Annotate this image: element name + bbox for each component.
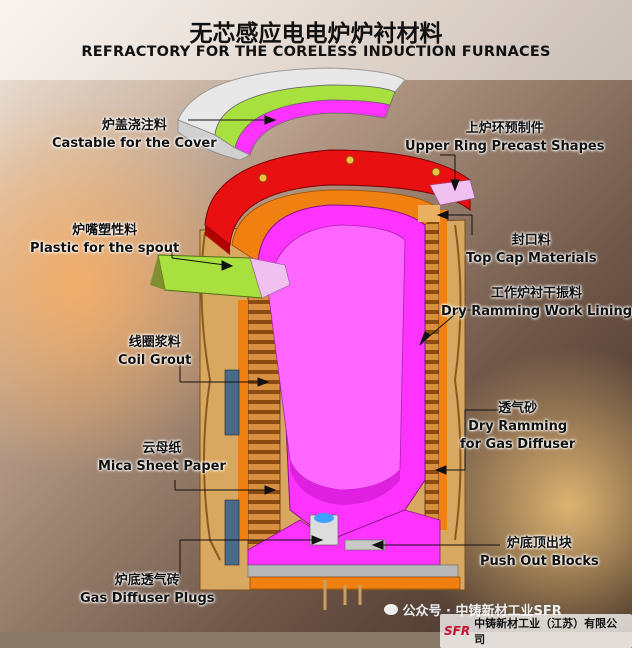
label-cover: 炉盖浇注料 Castable for the Cover — [52, 117, 217, 153]
label-coil-grout: 线圈浆料 Coil Grout — [118, 334, 191, 370]
label-mica-en: Mica Sheet Paper — [98, 459, 226, 474]
label-cover-en: Castable for the Cover — [52, 136, 217, 151]
label-mica: 云母纸 Mica Sheet Paper — [98, 440, 226, 476]
wechat-icon — [384, 604, 398, 615]
label-spout: 炉嘴塑性料 Plastic for the spout — [30, 222, 179, 258]
label-gas-diffuser: 透气砂 Dry Ramming for Gas Diffuser — [460, 400, 575, 454]
label-work-lining-cn: 工作炉衬干振料 — [491, 286, 583, 301]
label-spout-cn: 炉嘴塑性料 — [72, 223, 138, 238]
company-name: 中铸新材工业（江苏）有限公司 — [474, 617, 618, 646]
label-gas-diffuser-en1: Dry Ramming — [468, 419, 568, 434]
title-english: REFRACTORY FOR THE CORELESS INDUCTION FU… — [81, 44, 551, 60]
label-plugs-en: Gas Diffuser Plugs — [80, 591, 215, 606]
furnace-diagram — [0, 0, 632, 632]
label-upper-ring-en: Upper Ring Precast Shapes — [405, 139, 605, 154]
label-mica-cn: 云母纸 — [142, 441, 182, 456]
label-gas-diffuser-cn: 透气砂 — [498, 401, 538, 416]
label-work-lining-en: Dry Ramming Work Lining — [441, 304, 632, 319]
label-spout-en: Plastic for the spout — [30, 241, 180, 256]
label-top-cap: 封口料 Top Cap Materials — [466, 232, 597, 268]
label-coil-grout-cn: 线圈浆料 — [128, 335, 181, 350]
furnace-floor — [247, 509, 461, 610]
label-gas-diffuser-en2: for Gas Diffuser — [460, 437, 576, 452]
label-top-cap-en: Top Cap Materials — [466, 251, 597, 266]
company-logo: SFR — [444, 624, 471, 638]
label-top-cap-cn: 封口料 — [511, 233, 551, 248]
upper-ring-shapes — [418, 179, 476, 222]
label-work-lining: 工作炉衬干振料 Dry Ramming Work Lining — [441, 285, 632, 321]
coil-section-right — [424, 210, 447, 530]
furnace-cover — [177, 67, 406, 161]
label-coil-grout-en: Coil Grout — [118, 353, 192, 368]
label-push-out-cn: 炉底顶出块 — [506, 536, 572, 551]
leader-lines — [171, 115, 500, 580]
label-upper-ring-cn: 上炉环预制件 — [465, 121, 544, 136]
label-push-out: 炉底顶出块 Push Out Blocks — [480, 535, 599, 571]
label-cover-cn: 炉盖浇注料 — [101, 118, 167, 133]
label-plugs-cn: 炉底透气砖 — [114, 573, 180, 588]
furnace-spout — [150, 254, 291, 299]
title-chinese: 无芯感应电电炉炉衬材料 — [189, 21, 443, 47]
company-footer: SFR 中铸新材工业（江苏）有限公司 — [440, 614, 632, 648]
label-plugs: 炉底透气砖 Gas Diffuser Plugs — [80, 572, 215, 608]
work-lining — [257, 204, 426, 541]
label-upper-ring: 上炉环预制件 Upper Ring Precast Shapes — [405, 120, 604, 156]
label-push-out-en: Push Out Blocks — [480, 554, 599, 569]
